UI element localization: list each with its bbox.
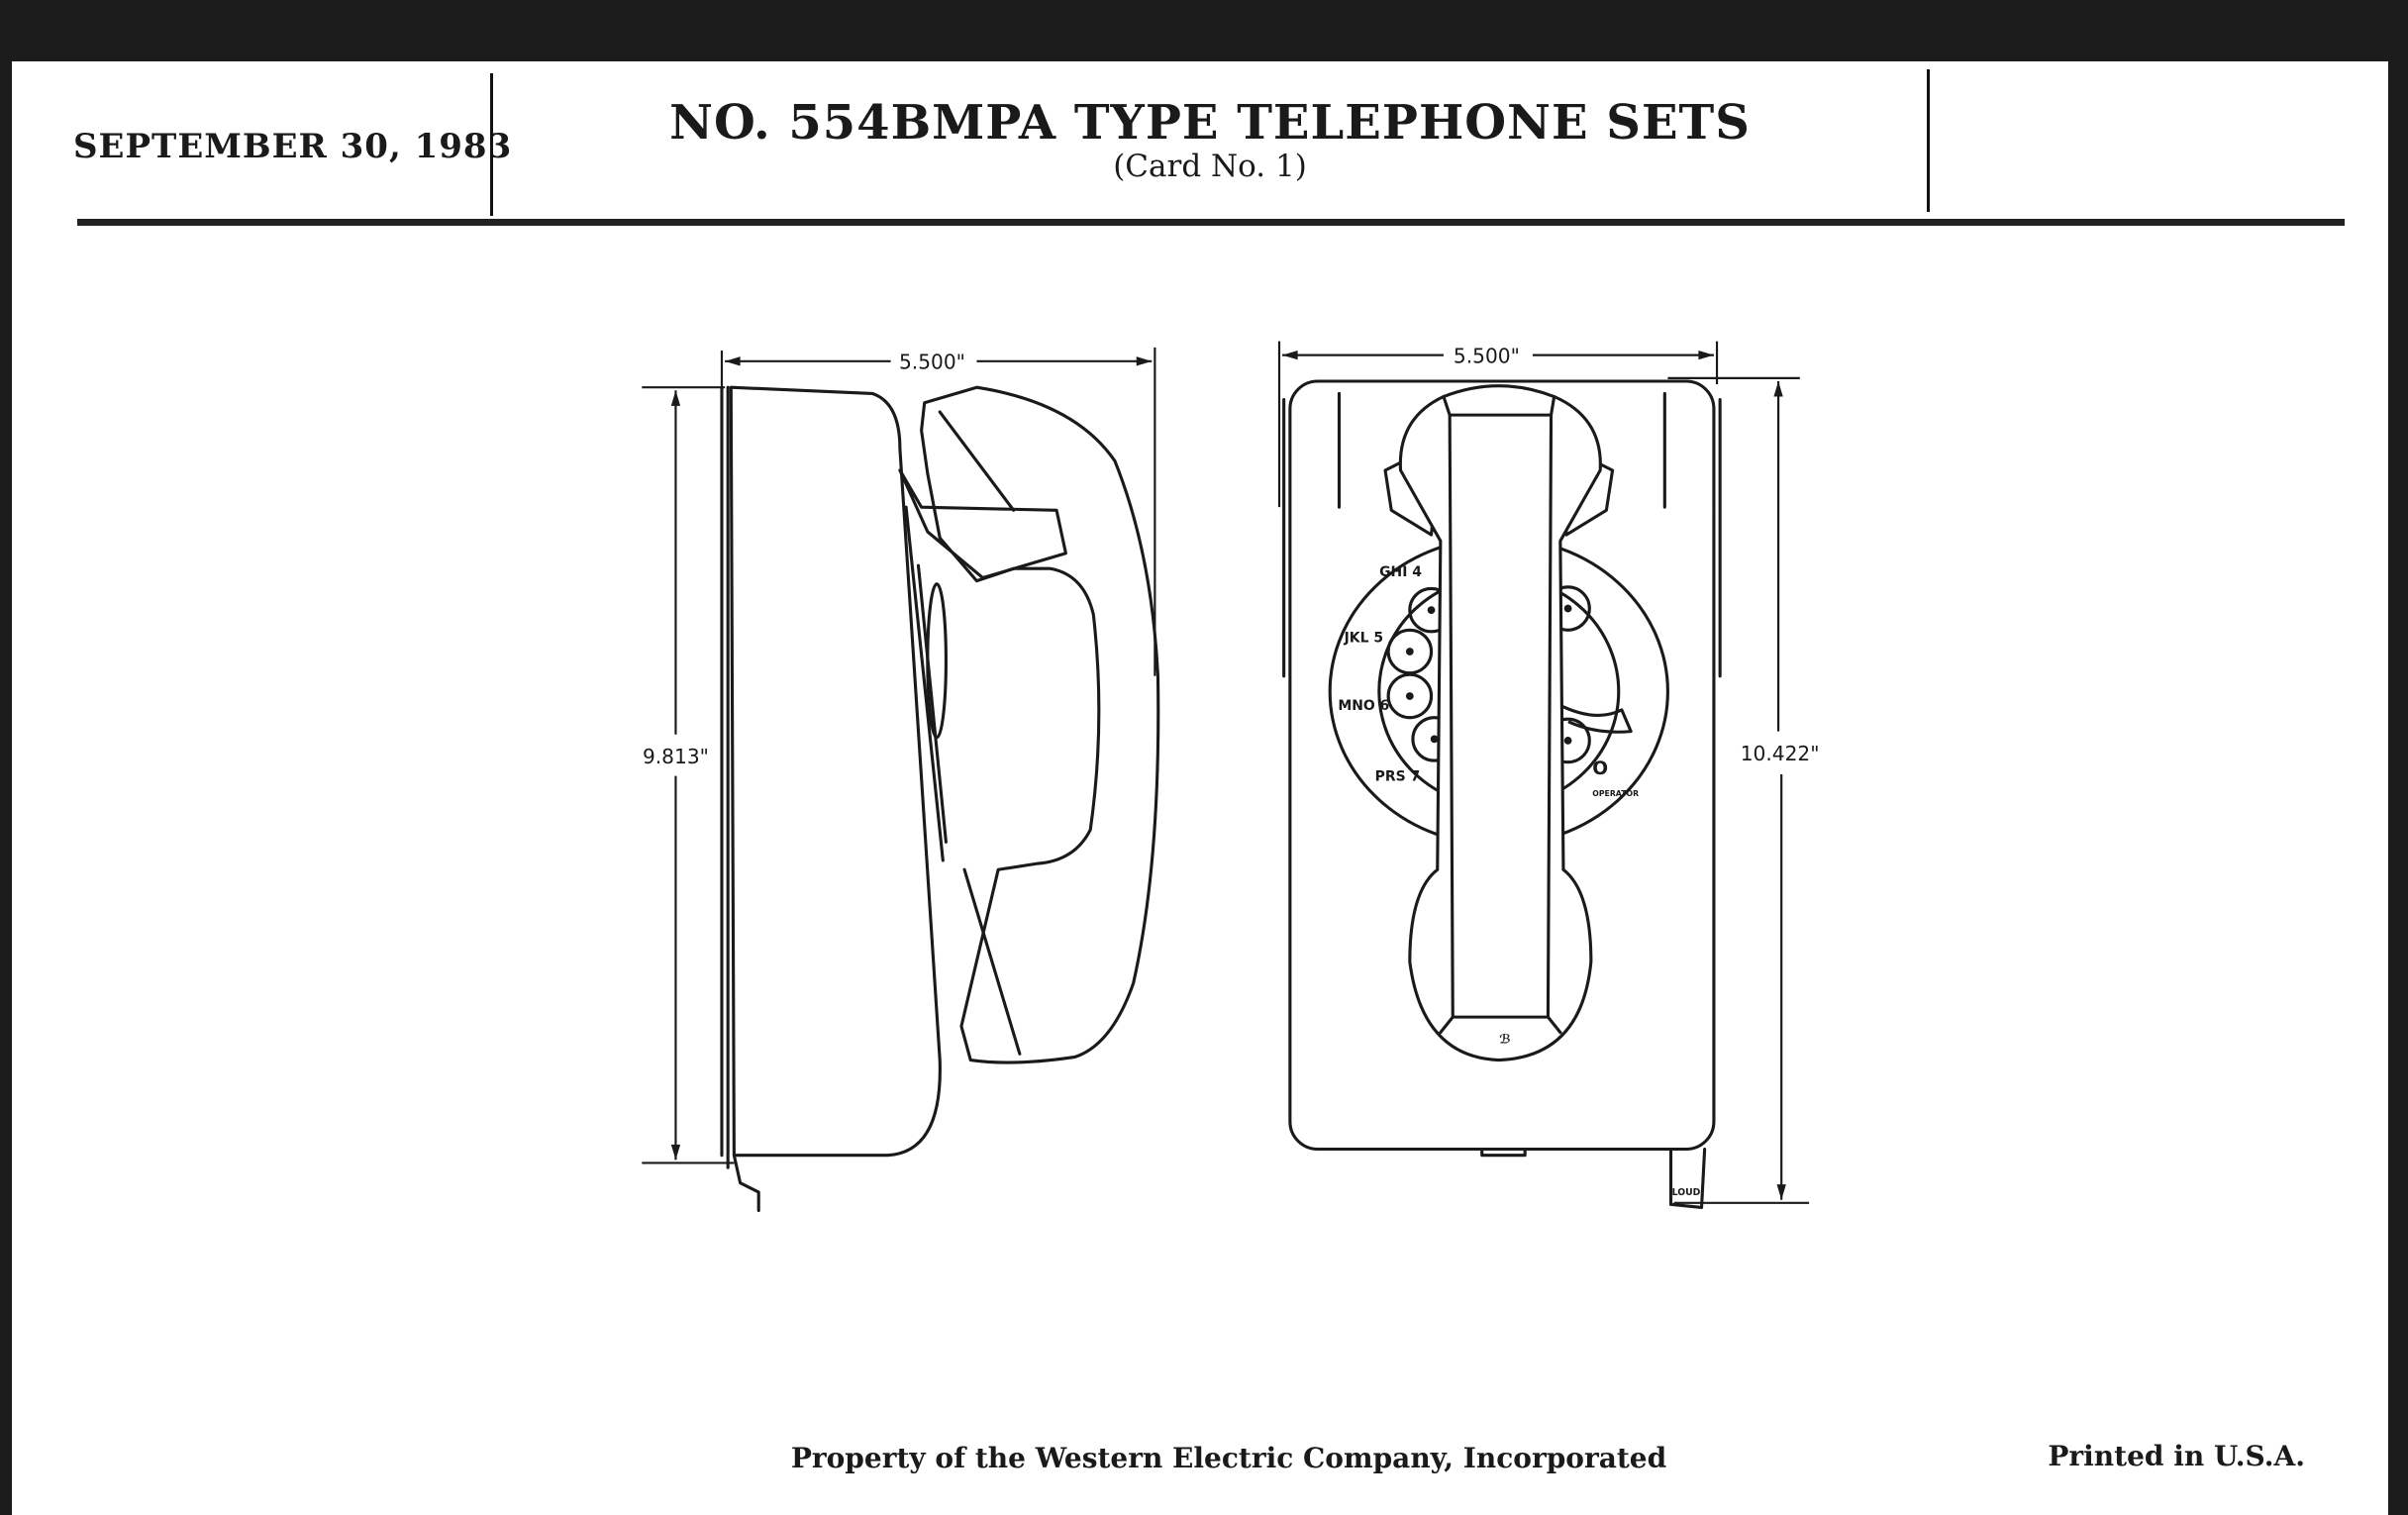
header-divider-right <box>1927 69 1930 212</box>
side-height-label: 9.813" <box>643 745 709 768</box>
card-title: NO. 554BMPA TYPE TELEPHONE SETS <box>669 95 1751 151</box>
scan-border-left <box>0 0 12 1515</box>
scan-border-top <box>0 0 2408 61</box>
front-width-label: 5.500" <box>1454 344 1520 367</box>
dial-label-5: JKL 5 <box>1344 631 1383 647</box>
property-notice: Property of the Western Electric Company… <box>790 1442 1667 1474</box>
volume-label: LOUD <box>1672 1187 1701 1198</box>
front-height-label: 10.422" <box>1741 742 1820 765</box>
dial-label-4: GHI 4 <box>1379 564 1422 580</box>
dial-label-6: MNO 6 <box>1338 698 1389 714</box>
card-date: SEPTEMBER 30, 1983 <box>73 127 513 166</box>
front-view: 5.500" 10.422" LOUD GHI 4 JKL 5 MNO 6 PR… <box>1277 341 1820 1209</box>
side-view: 5.500" 9.813" <box>642 347 1160 1213</box>
card-number: (Card No. 1) <box>1113 149 1307 184</box>
scan-border-right <box>2388 0 2408 1515</box>
header-rule <box>77 219 2345 226</box>
header-divider-left <box>490 73 493 216</box>
dial-label-operator: OPERATOR <box>1592 789 1639 798</box>
dial-label-7: PRS 7 <box>1375 768 1421 784</box>
printed-notice: Printed in U.S.A. <box>2048 1440 2305 1472</box>
side-width-label: 5.500" <box>899 351 965 374</box>
dial-label-0: O <box>1592 758 1608 779</box>
bell-logo: ℬ <box>1499 1031 1511 1046</box>
